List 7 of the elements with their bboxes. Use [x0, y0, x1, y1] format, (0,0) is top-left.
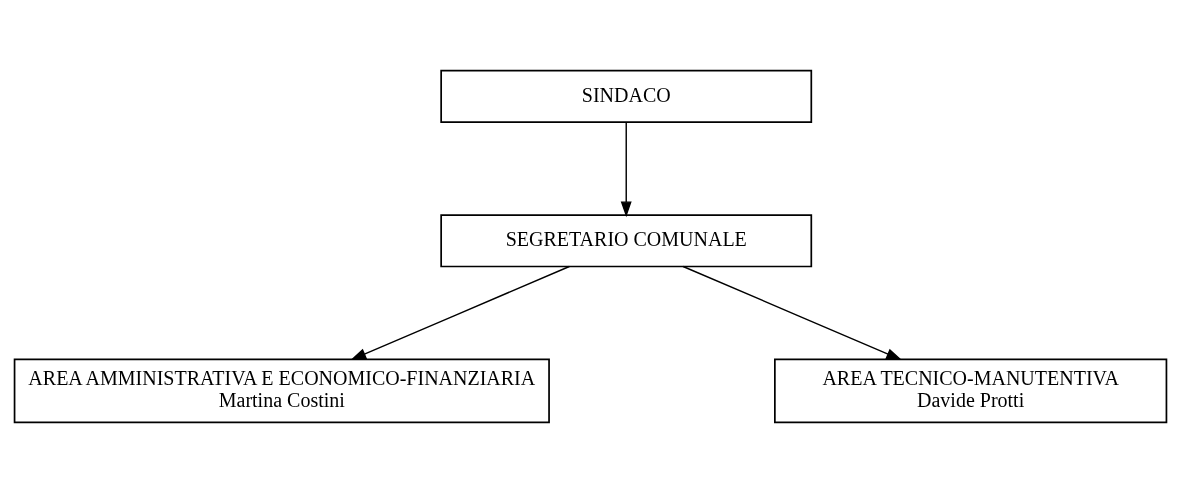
arrow — [350, 265, 571, 361]
node-box: SEGRETARIO COMUNALE — [440, 214, 813, 268]
node-box: SINDACO — [440, 69, 813, 124]
node-box: AREA TECNICO-MANUTENTIVA Davide Protti — [774, 358, 1168, 424]
node-box: AREA AMMINISTRATIVA E ECONOMICO-FINANZIARIA Martina Costini — [13, 358, 550, 424]
arrow — [620, 121, 632, 218]
arrow — [682, 265, 902, 361]
